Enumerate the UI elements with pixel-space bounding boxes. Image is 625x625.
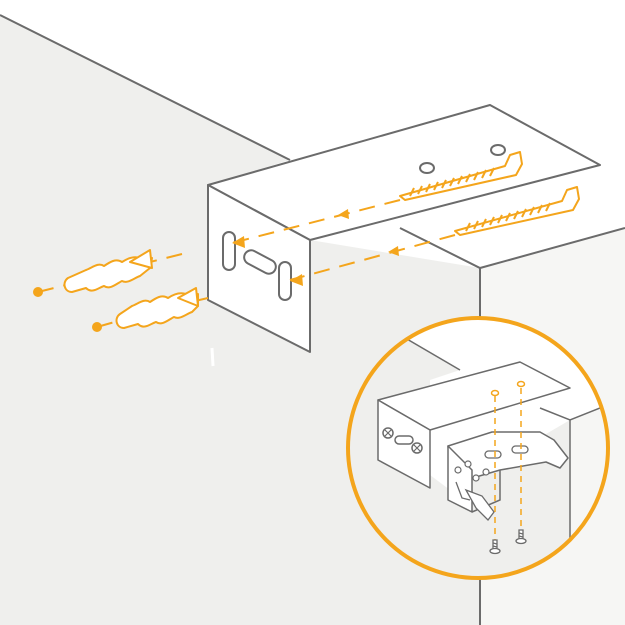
arrow-3 [232,236,245,248]
arrow-1 [338,209,349,219]
guide-screw-2 [289,234,456,281]
front-slot-3 [278,261,292,301]
ceiling-edge-left [0,14,291,161]
front-slot-2 [243,249,277,275]
arrow-heads [33,209,399,332]
detail-circle-icon [346,316,610,580]
detail-left-wall [348,318,570,578]
arrow-2 [388,246,399,256]
guide-plug-1 [149,253,183,263]
wood-screw-icon [399,151,523,201]
guide-screw-1 [231,199,401,244]
wall-plug-icon [115,287,199,329]
detail-slot [394,435,414,445]
top-hole-1 [419,162,435,174]
front-slot-1 [222,231,236,271]
mounting-bracket [207,104,601,353]
top-hole-2 [490,144,506,156]
detail-circle-border [346,316,610,580]
machine-screw-icon [515,529,527,545]
wood-screw-icon [454,186,580,236]
plug-start-dot-1 [33,287,43,297]
machine-screw-icon [489,539,501,555]
wall-plug-icon [63,249,153,293]
wall-mark [210,347,215,367]
arrow-4 [290,274,303,286]
plug-start-dot-2 [92,322,102,332]
